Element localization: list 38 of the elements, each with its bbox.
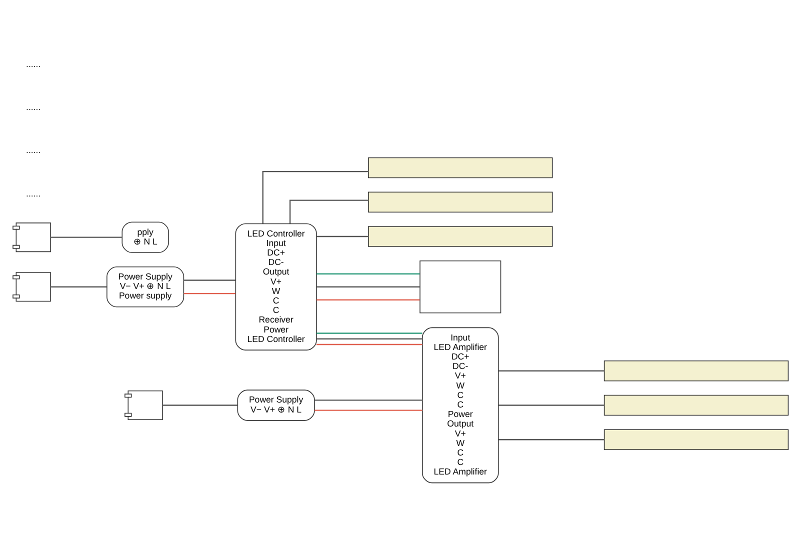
connector (184, 280, 236, 281)
connector (316, 273, 420, 274)
connector (498, 439, 604, 440)
connector (316, 332, 422, 334)
label: ...... (26, 145, 41, 156)
node-box: pply ⊕ N L (122, 222, 169, 253)
node-box (420, 260, 502, 314)
node-picture (12, 272, 51, 302)
node-bar (368, 192, 553, 213)
node-picture (12, 222, 51, 252)
connector (314, 400, 422, 401)
label: ...... (26, 102, 41, 112)
label: ...... (26, 58, 41, 69)
node-picture (124, 390, 163, 420)
connector (314, 410, 422, 411)
node-bar (604, 394, 789, 416)
label: ...... (26, 188, 41, 198)
node-box: Power Supply V− V+ ⊕ N L (237, 390, 315, 421)
node-box: Input LED Amplifier DC+ DC- V+ W C C Power Output V+ W C C LED Amplifier (422, 327, 499, 484)
connector (498, 370, 604, 372)
connector (184, 292, 236, 294)
connector (50, 286, 107, 288)
node-bar (368, 157, 553, 178)
node-bar (604, 360, 789, 382)
node-box: LED Controller Input DC+ DC- Output V+ W C C Receiver Power LED Controller (235, 223, 317, 350)
connector (498, 404, 604, 406)
connector (289, 200, 368, 224)
node-bar (604, 429, 789, 450)
connector (162, 404, 238, 406)
connector (316, 236, 368, 238)
node-bar (368, 226, 553, 247)
connector (262, 170, 368, 224)
node-box: Power Supply V− V+ ⊕ N L Power supply (106, 266, 184, 308)
connector (316, 338, 422, 340)
connector (316, 344, 422, 346)
connector (316, 299, 420, 300)
connector (50, 236, 122, 238)
connector (316, 286, 420, 288)
